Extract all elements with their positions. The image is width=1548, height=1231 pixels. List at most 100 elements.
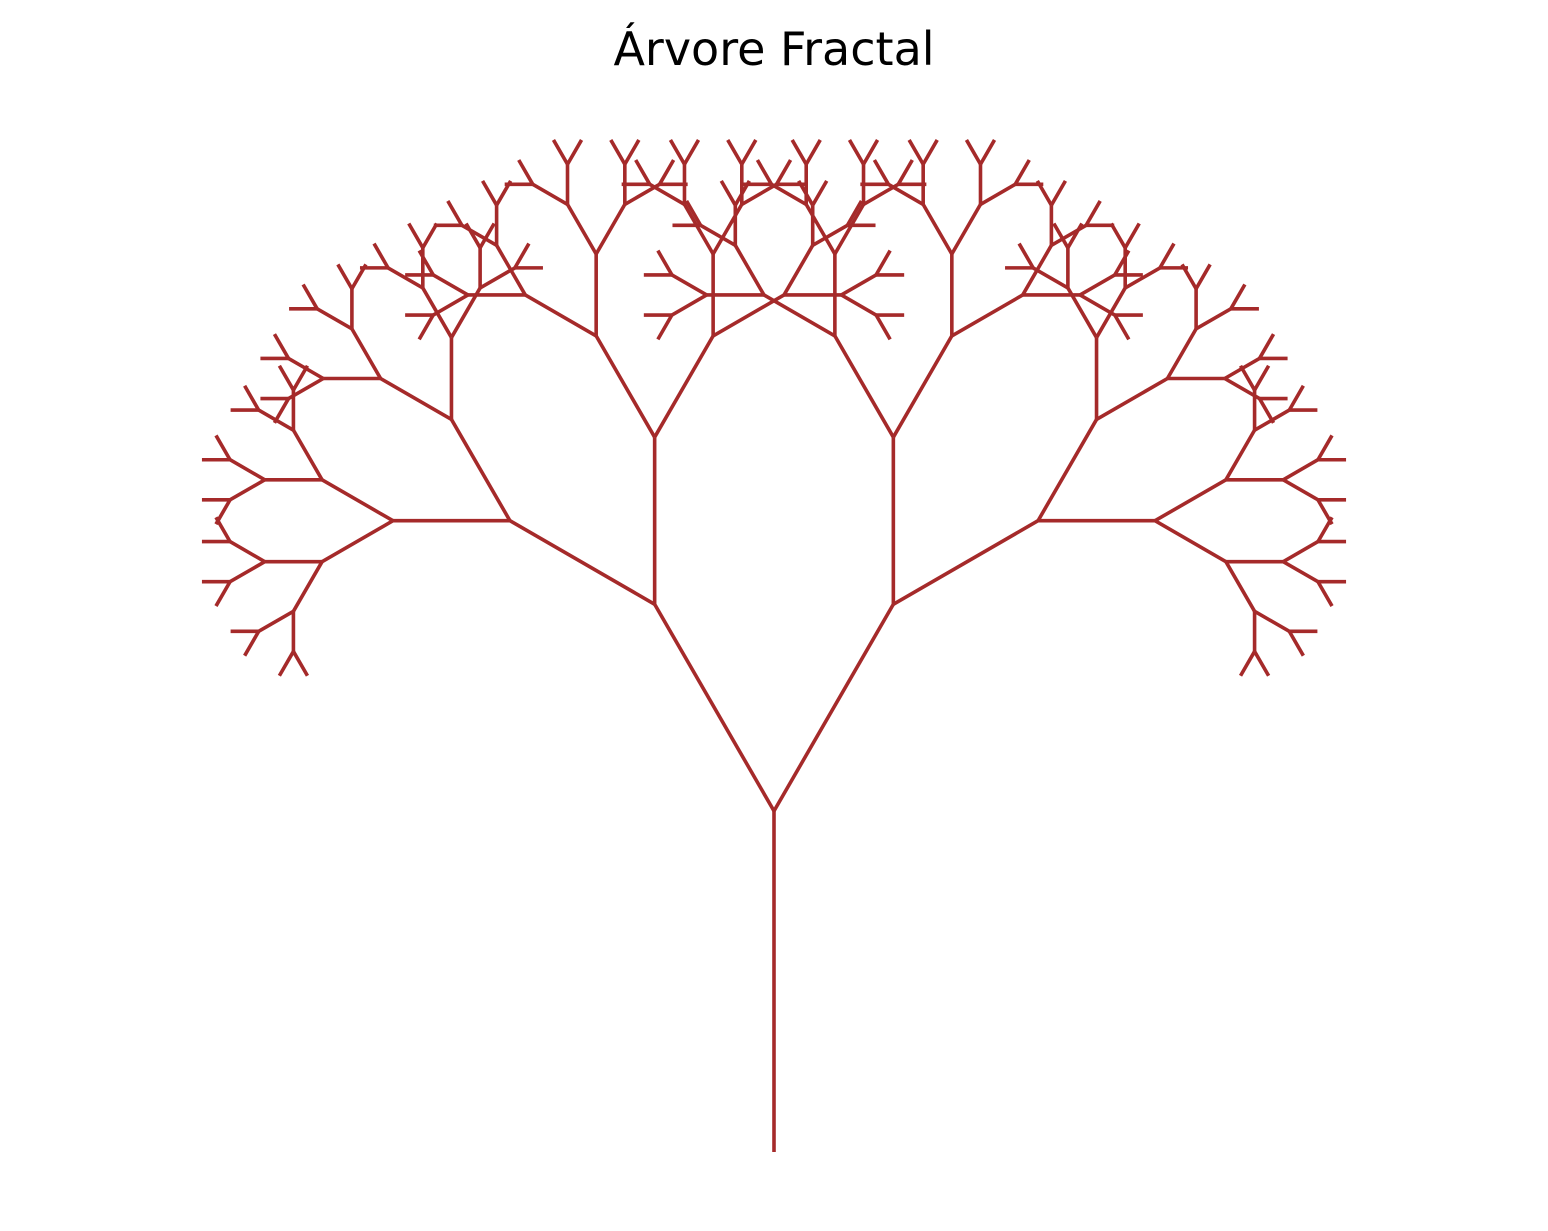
tree-branch-139 — [733, 244, 766, 296]
tree-branch-225 — [1154, 478, 1227, 523]
tree-branch-163 — [921, 203, 954, 255]
tree-branch-67 — [524, 293, 598, 338]
tree-branch-10 — [243, 630, 261, 657]
tree-branch-159 — [896, 159, 914, 186]
tree-branch-9 — [257, 609, 295, 633]
tree-branch-248 — [1224, 560, 1257, 613]
tree-branch-19 — [321, 478, 394, 523]
tree-branch-125 — [840, 293, 877, 317]
tree-branch-234 — [1282, 458, 1319, 482]
tree-branch-195 — [1066, 287, 1099, 339]
tree-branch-156 — [847, 139, 866, 166]
tree-branch-86 — [517, 159, 535, 186]
tree-branch-148 — [770, 182, 808, 206]
tree-branch-21 — [229, 478, 266, 502]
tree-branch-123 — [874, 249, 892, 276]
tree-branch-7 — [291, 650, 310, 677]
tree-branch-90 — [594, 203, 627, 255]
tree-branch-75 — [495, 244, 527, 296]
tree-branch-152 — [790, 139, 808, 166]
tree-branch-181 — [1049, 179, 1067, 207]
tree-branch-251 — [1287, 630, 1305, 657]
tree-branch-127 — [874, 314, 892, 341]
tree-branch-168 — [907, 139, 925, 166]
tree-branch-174 — [979, 182, 1017, 206]
tree-branch-92 — [609, 139, 627, 166]
tree-branch-133 — [671, 293, 708, 317]
tree-branch-214 — [1195, 307, 1232, 331]
tree-branch-169 — [921, 139, 939, 166]
tree-branch-40 — [287, 356, 325, 381]
tree-branch-95 — [658, 159, 676, 186]
tree-branch-249 — [1253, 609, 1291, 633]
tree-branch-210 — [1165, 327, 1198, 380]
tree-branch-5 — [291, 560, 324, 613]
tree-branch-32 — [277, 364, 295, 391]
tree-branch-26 — [214, 434, 232, 461]
tree-branch-76 — [460, 223, 498, 247]
tree-branch-237 — [1282, 478, 1319, 502]
tree-branch-253 — [1253, 650, 1271, 677]
tree-branch-247 — [1316, 580, 1334, 607]
tree-branch-109 — [740, 139, 758, 166]
tree-branch-230 — [1253, 408, 1291, 432]
tree-branch-62 — [479, 266, 516, 290]
tree-branch-46 — [301, 283, 319, 310]
tree-branch-147 — [804, 203, 837, 255]
tree-branch-205 — [1123, 222, 1141, 249]
tree-branch-114 — [782, 244, 815, 296]
tree-branch-99 — [682, 203, 715, 255]
tree-branch-130 — [833, 334, 895, 439]
tree-branch-2 — [509, 519, 656, 606]
tree-branch-83 — [565, 203, 598, 255]
tree-branch-80 — [481, 179, 499, 207]
tree-branch-219 — [1257, 333, 1276, 360]
tree-branch-56 — [407, 222, 425, 249]
tree-branch-157 — [861, 139, 880, 166]
tree-branch-142 — [684, 200, 703, 227]
tree-branch-213 — [1194, 263, 1212, 290]
tree-branch-70 — [417, 314, 435, 341]
tree-branch-150 — [755, 159, 774, 186]
tree-branch-52 — [387, 266, 424, 290]
tree-branch-180 — [1035, 179, 1053, 207]
tree-branch-16 — [229, 540, 266, 564]
tree-branch-43 — [350, 327, 383, 380]
tree-branch-242 — [1282, 540, 1319, 564]
tree-branch-42 — [272, 333, 291, 360]
tree-branch-34 — [449, 418, 512, 522]
tree-branch-254 — [1238, 650, 1257, 677]
tree-branch-202 — [1094, 287, 1127, 339]
tree-branch-22 — [214, 498, 232, 526]
tree-branch-173 — [978, 139, 997, 166]
tree-branch-196 — [1032, 266, 1069, 290]
tree-branch-204 — [1109, 222, 1127, 249]
tree-branch-30 — [243, 384, 261, 411]
tree-branch-231 — [1287, 384, 1305, 411]
tree-branch-84 — [531, 182, 569, 206]
tree-branch-117 — [811, 179, 829, 207]
tree-branch-161 — [891, 334, 954, 439]
tree-branch-201 — [1066, 222, 1084, 249]
tree-branch-243 — [1316, 516, 1334, 543]
tree-branch-72 — [432, 273, 469, 297]
tree-branch-8 — [277, 650, 295, 677]
tree-branch-108 — [726, 139, 744, 166]
tree-branch-118 — [811, 223, 849, 247]
tree-branch-89 — [565, 139, 584, 166]
tree-branch-138 — [656, 249, 674, 276]
tree-branch-27 — [291, 429, 324, 481]
tree-branch-128 — [772, 603, 895, 812]
tree-branch-140 — [699, 223, 737, 247]
tree-branch-212 — [1180, 263, 1198, 290]
tree-branch-170 — [950, 203, 983, 255]
tree-branch-54 — [372, 242, 390, 269]
tree-branch-198 — [1017, 242, 1035, 269]
tree-branch-245 — [1282, 560, 1319, 584]
tree-branch-153 — [804, 139, 822, 166]
tree-branch-175 — [1013, 159, 1031, 186]
tree-branch-105 — [682, 139, 701, 166]
tree-branch-209 — [1095, 376, 1169, 421]
tree-branch-144 — [719, 179, 737, 207]
